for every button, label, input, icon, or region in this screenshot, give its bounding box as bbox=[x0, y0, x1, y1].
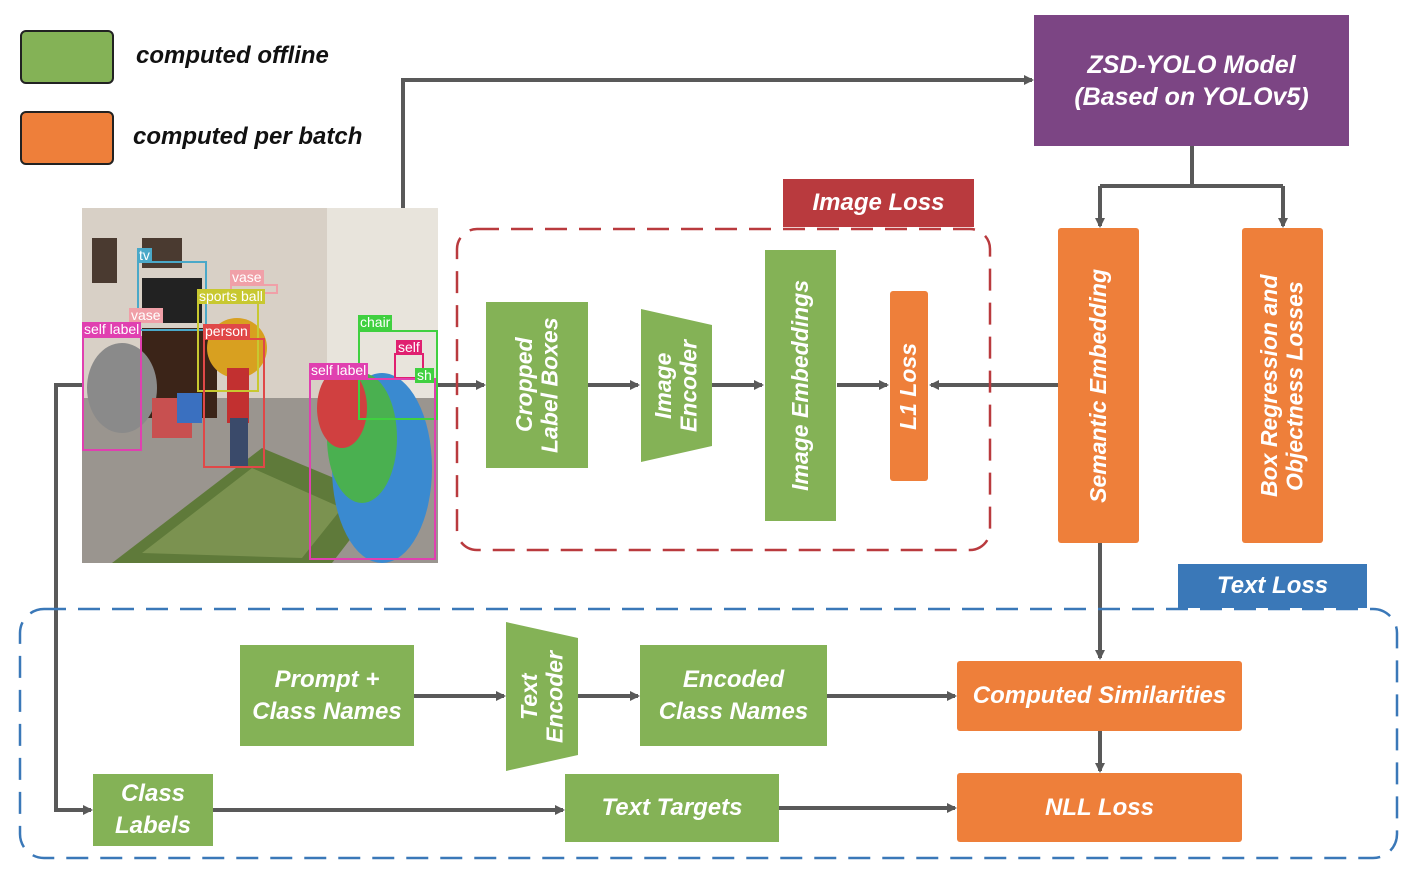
text-targets: Text Targets bbox=[565, 774, 779, 842]
computed-similarities: Computed Similarities bbox=[957, 661, 1242, 731]
detection-label-sports-ball: sports ball bbox=[197, 288, 265, 304]
l1-loss: L1 Loss bbox=[890, 291, 928, 481]
nll-loss: NLL Loss bbox=[957, 773, 1242, 842]
legend-per-batch-swatch bbox=[20, 111, 114, 165]
image-encoder: Image Encoder bbox=[641, 325, 712, 446]
detection-label-vase-1: vase bbox=[230, 269, 264, 285]
nll-loss-label: NLL Loss bbox=[1045, 793, 1154, 821]
photo-to-model-arrow bbox=[401, 75, 1034, 208]
image-encoder-label: Image Encoder bbox=[650, 339, 702, 432]
text-loss-title: Text Loss bbox=[1178, 564, 1367, 608]
box-regression-label: Box Regression and Objectness Losses bbox=[1256, 274, 1308, 497]
image-loss-title: Image Loss bbox=[783, 179, 974, 227]
encoded-class-names: Encoded Class Names bbox=[640, 645, 827, 746]
model-subtitle: (Based on YOLOv5) bbox=[1074, 82, 1309, 111]
text-encoder: Text Encoder bbox=[506, 638, 578, 755]
zsd-yolo-model-box: ZSD-YOLO Model (Based on YOLOv5) bbox=[1034, 15, 1349, 146]
text-encoder-shape bbox=[506, 622, 578, 771]
detection-label-person: person bbox=[203, 323, 250, 339]
image-embeddings-label: Image Embeddings bbox=[786, 280, 813, 491]
cropped-label-boxes-label: Cropped Label Boxes bbox=[510, 317, 562, 453]
detection-label-self-label-2: self label bbox=[309, 362, 369, 378]
legend-per-batch-label: computed per batch bbox=[133, 123, 363, 150]
detection-label-vase-2: vase bbox=[129, 307, 163, 323]
image-encoder-shape bbox=[641, 309, 712, 462]
prompt-class-names: Prompt + Class Names bbox=[240, 645, 414, 746]
detection-label-sh: sh bbox=[415, 367, 434, 383]
legend-offline-swatch bbox=[20, 30, 114, 84]
encoded-label-line2: Class Names bbox=[658, 697, 809, 725]
semantic-embedding-label: Semantic Embedding bbox=[1084, 268, 1111, 503]
cropped-label-boxes: Cropped Label Boxes bbox=[486, 302, 588, 468]
l1-loss-label: L1 Loss bbox=[895, 342, 922, 430]
box-regression-objectness-losses: Box Regression and Objectness Losses bbox=[1242, 228, 1323, 543]
photo-scene bbox=[82, 208, 438, 563]
legend-offline-label: computed offline bbox=[136, 42, 329, 69]
class-labels-line1: Class bbox=[120, 780, 186, 807]
prompt-label-line1: Prompt + bbox=[274, 665, 380, 693]
detection-label-self-label-1: self label bbox=[82, 321, 142, 337]
text-encoder-label: Text Encoder bbox=[515, 650, 567, 743]
detection-label-tv: tv bbox=[137, 247, 152, 263]
class-labels-line2: Labels bbox=[114, 812, 192, 839]
detection-photo: tv vase vase sports ball self label pers… bbox=[82, 208, 438, 563]
detection-box-self-label-1 bbox=[82, 336, 142, 451]
image-embeddings: Image Embeddings bbox=[765, 250, 836, 521]
semantic-embedding: Semantic Embedding bbox=[1058, 228, 1139, 543]
text-targets-label: Text Targets bbox=[601, 794, 743, 821]
detection-label-chair: chair bbox=[358, 314, 393, 330]
text-loss-region bbox=[18, 607, 1399, 860]
detection-box-person bbox=[203, 338, 265, 468]
computed-similarities-label: Computed Similarities bbox=[972, 682, 1227, 709]
encoded-label-line1: Encoded bbox=[682, 665, 785, 693]
detection-box-self-label-2 bbox=[309, 378, 436, 560]
image-loss-region bbox=[455, 227, 992, 552]
model-title: ZSD-YOLO Model bbox=[1087, 50, 1296, 79]
detection-label-self: self bbox=[396, 339, 422, 355]
class-labels: Class Labels bbox=[93, 774, 213, 846]
prompt-label-line2: Class Names bbox=[252, 697, 402, 725]
photo-to-class-labels-arrow bbox=[54, 383, 93, 815]
